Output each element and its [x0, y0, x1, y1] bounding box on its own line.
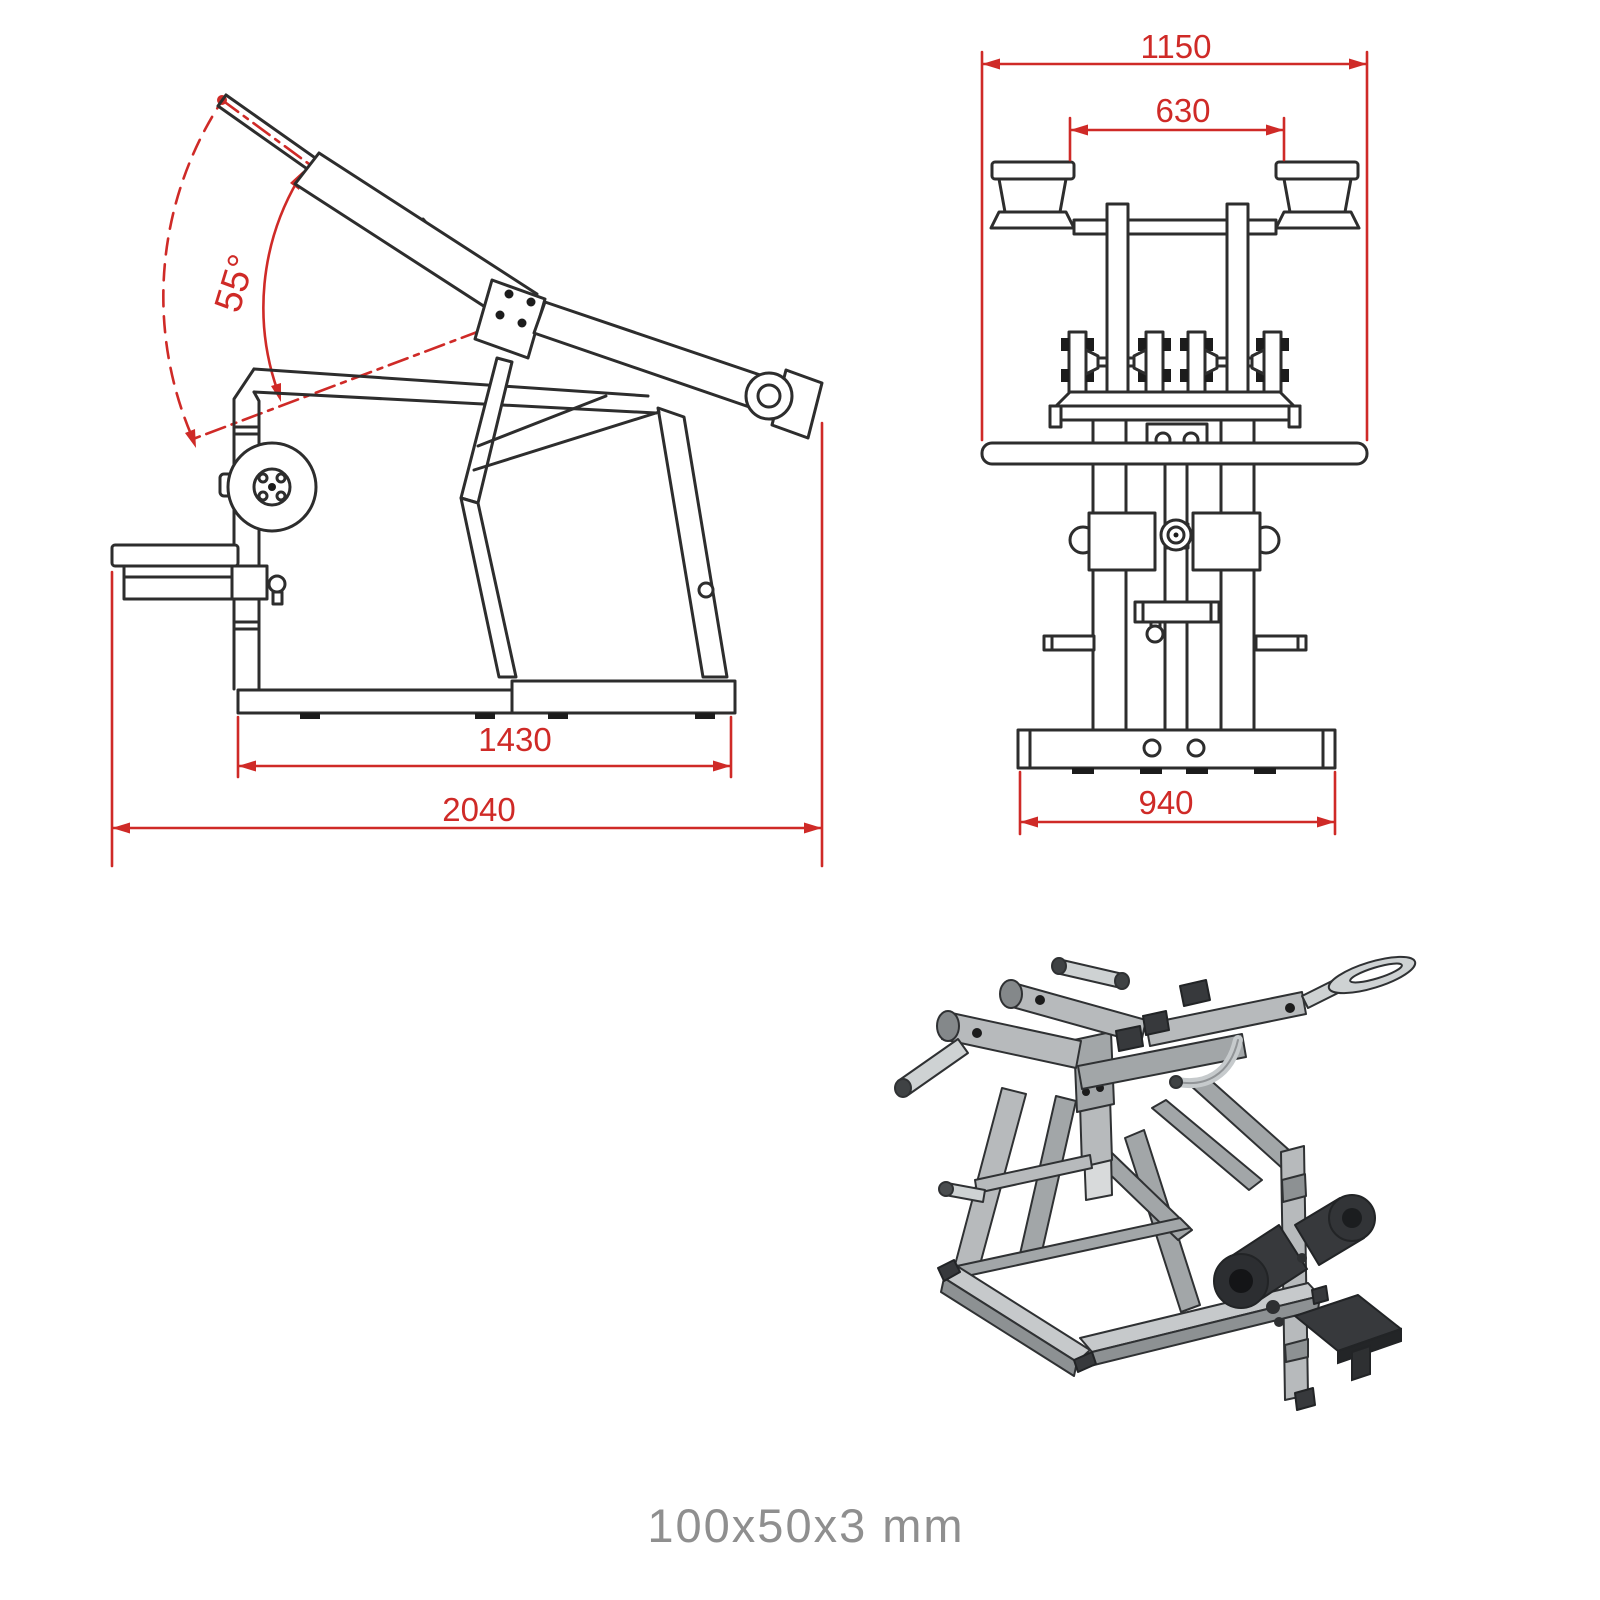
front-view-base-width-label: 940	[1138, 784, 1193, 821]
front-view-machine-outline	[980, 160, 1369, 774]
front-view-handle-spacing-dimension: 630	[1068, 92, 1286, 162]
side-view: 55°	[110, 93, 824, 868]
front-view-base-width-dimension: 940	[1018, 770, 1337, 836]
side-view-angle-label: 55°	[207, 250, 264, 317]
front-view-overall-width-label: 1150	[1141, 28, 1212, 65]
tube-size-caption: 100x50x3 mm	[647, 1499, 964, 1552]
side-view-inner-width-label: 1430	[478, 721, 551, 758]
front-view-overall-width-dimension: 1150	[980, 28, 1369, 442]
side-view-inner-width-dimension: 1430	[236, 715, 733, 779]
side-view-machine-outline	[110, 93, 824, 719]
side-view-overall-width-label: 2040	[442, 791, 515, 828]
front-view-weight-plates	[1061, 330, 1289, 394]
front-view-handle-spacing-label: 630	[1155, 92, 1210, 129]
isometric-view	[894, 955, 1417, 1411]
front-view: 1150 630 940	[980, 28, 1369, 836]
side-view-overall-width-dimension: 2040	[110, 421, 824, 868]
